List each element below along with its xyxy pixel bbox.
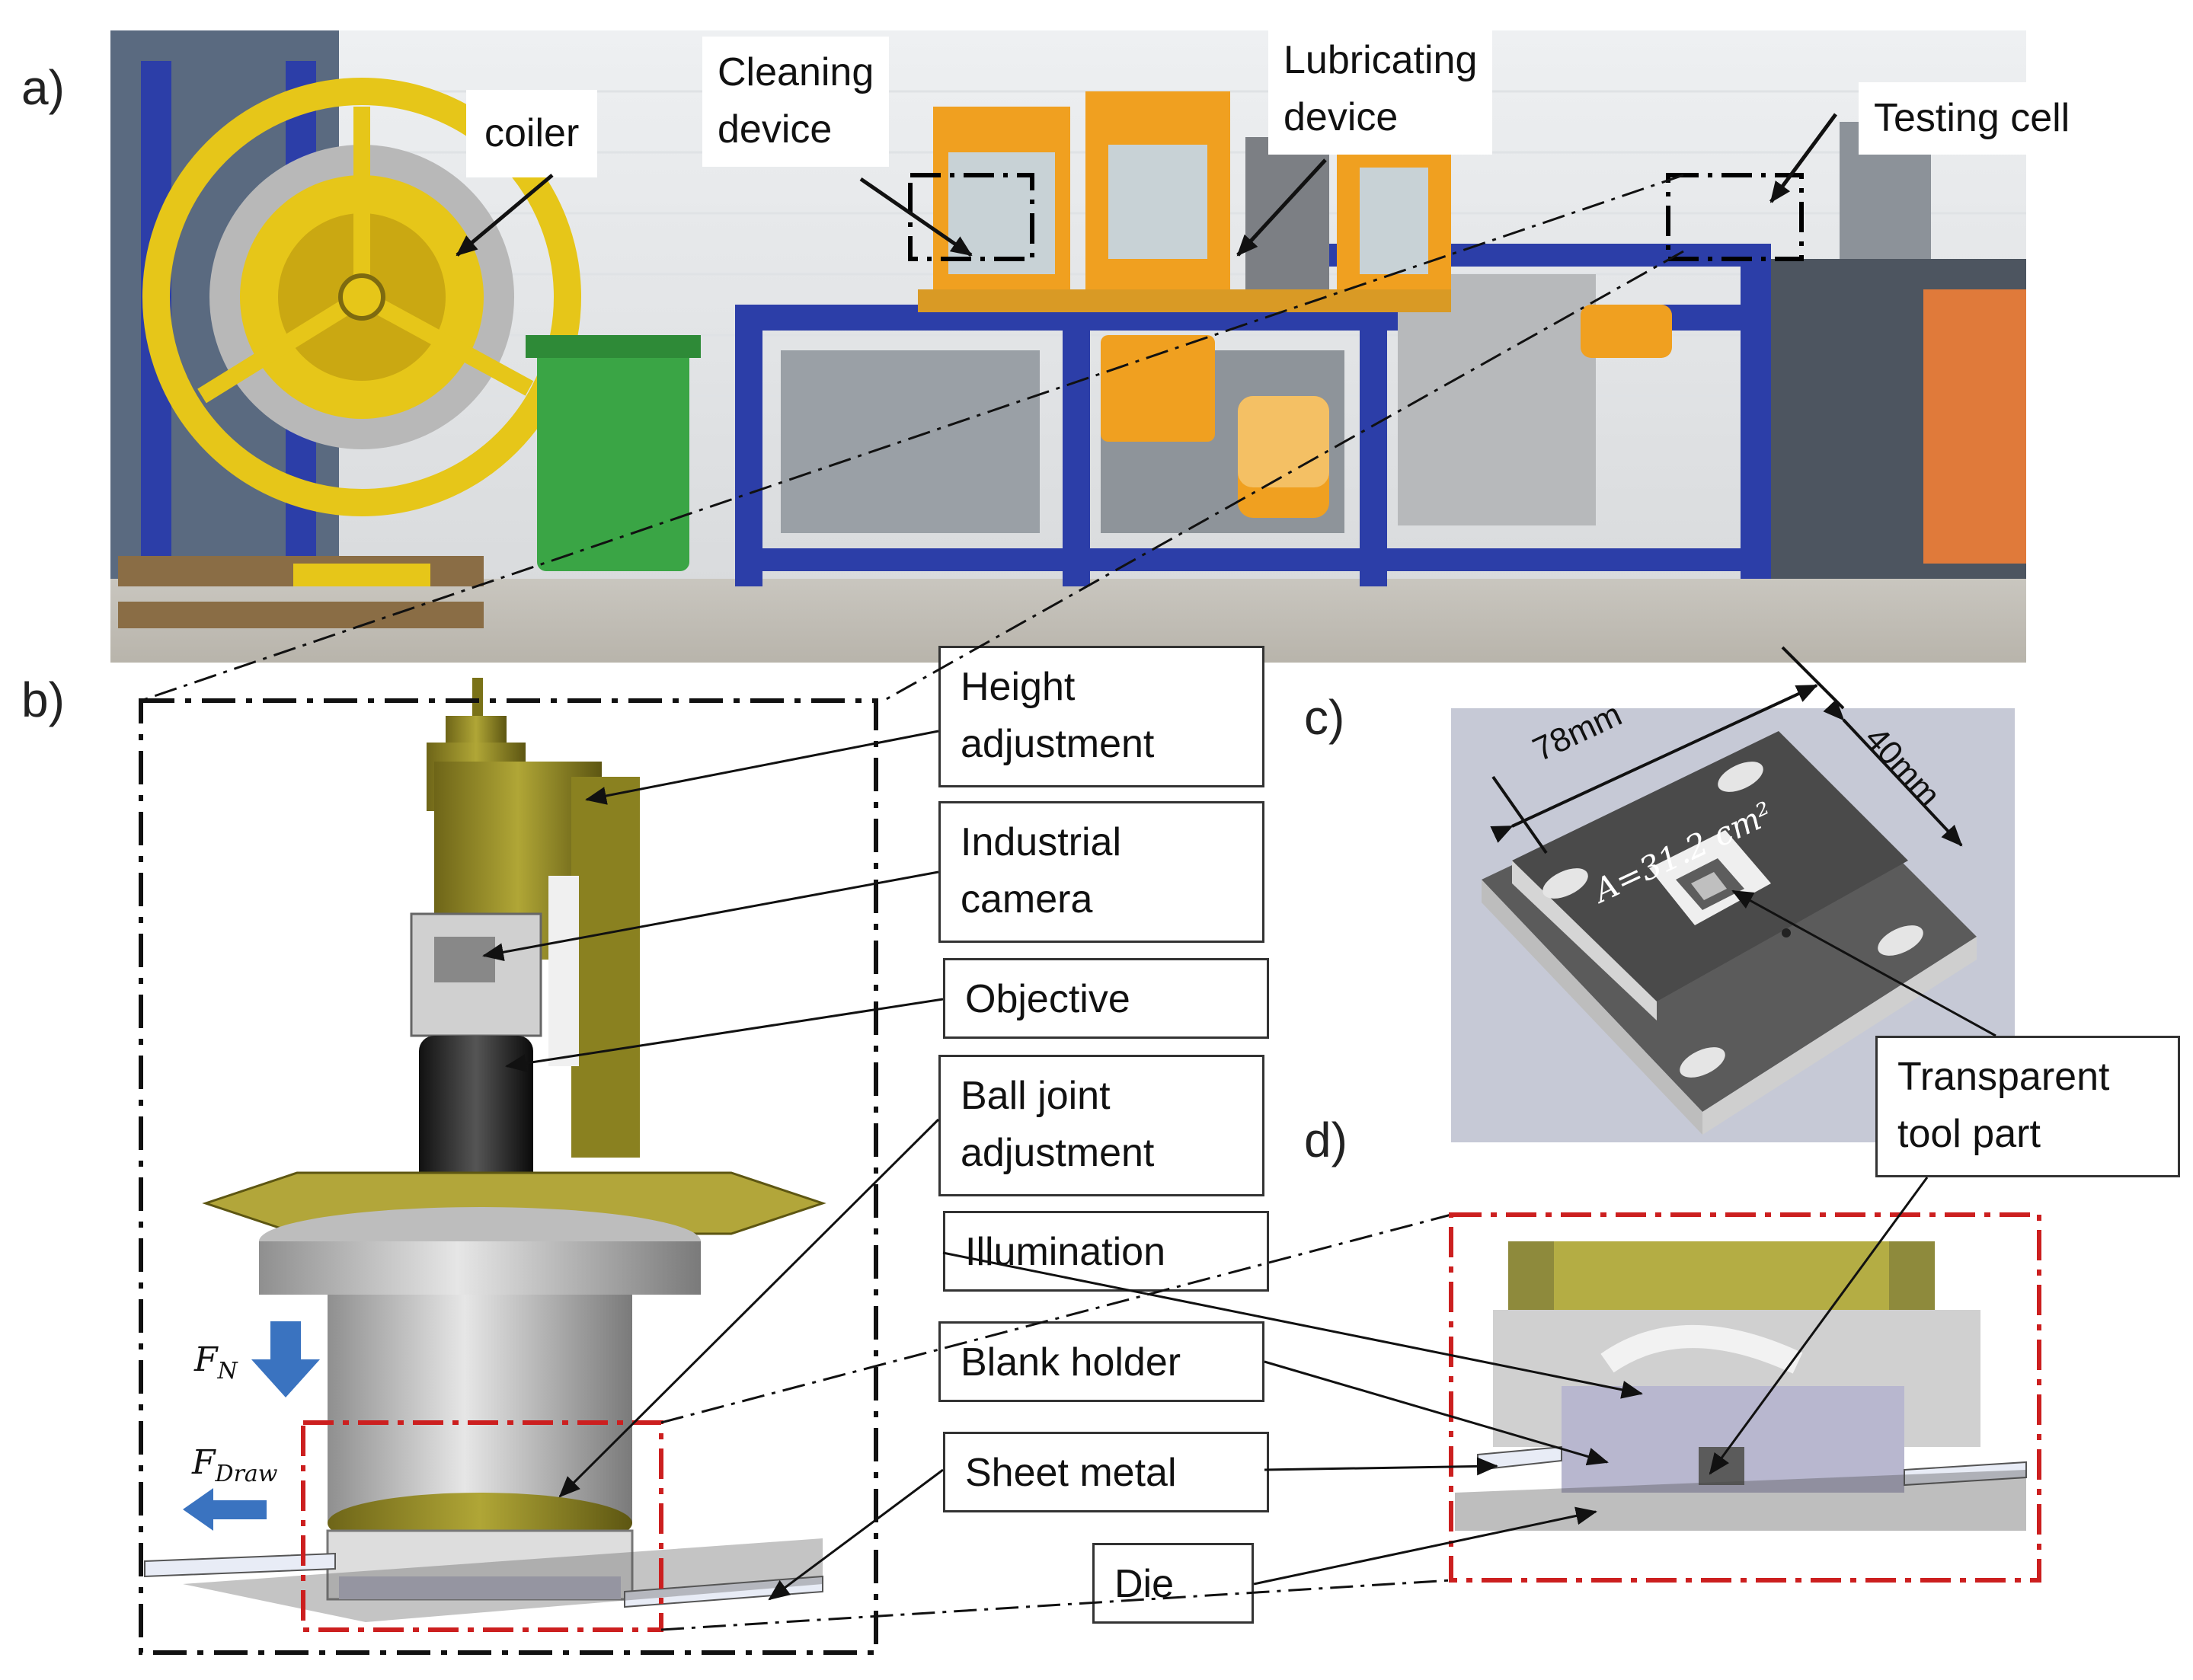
force-draw-label: FDraw: [192, 1443, 278, 1487]
panel-label-d: d): [1304, 1113, 1347, 1167]
panel-label-a: a): [21, 60, 65, 115]
label-objective: Objective: [943, 958, 1269, 1039]
label-industrial-camera: Industrial camera: [938, 801, 1264, 943]
label-height-adjustment: Height adjustment: [938, 646, 1264, 787]
force-draw-main: F: [192, 1443, 216, 1482]
coiler-reel: [142, 78, 581, 586]
force-draw-sub: Draw: [215, 1460, 278, 1487]
force-normal-sub: N: [217, 1357, 238, 1385]
force-normal-main: F: [194, 1340, 218, 1379]
panel-label-b: b): [21, 672, 65, 727]
force-normal-label: FN: [194, 1340, 238, 1385]
label-illumination: Illumination: [943, 1211, 1269, 1292]
panel-b-assembly: [144, 678, 826, 1622]
label-ball-joint-adjustment: Ball joint adjustment: [938, 1055, 1264, 1196]
label-lubricating-device: Lubricating device: [1268, 24, 1493, 155]
label-testing-cell: Testing cell: [1859, 82, 2086, 155]
label-transparent-tool-part: Transparent tool part: [1875, 1036, 2180, 1177]
panel-label-c: c): [1304, 690, 1345, 745]
panel-d-section: [1455, 1241, 2027, 1531]
label-sheet-metal: Sheet metal: [943, 1432, 1269, 1512]
label-coiler: coiler: [466, 90, 598, 178]
label-cleaning-device: Cleaning device: [702, 37, 890, 167]
label-blank-holder: Blank holder: [938, 1321, 1264, 1402]
